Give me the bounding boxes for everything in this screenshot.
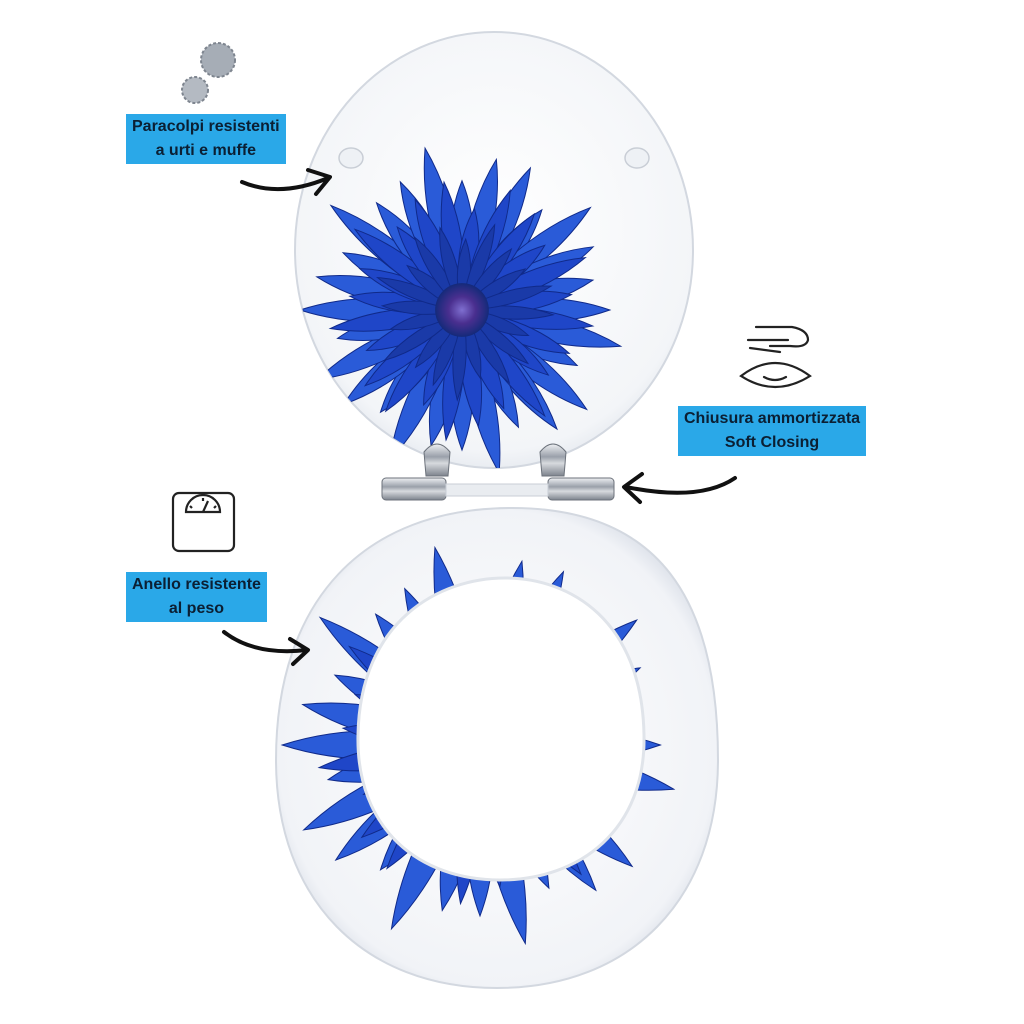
hinge-right [539,443,615,501]
lid-bumper-right [624,147,650,169]
arrow-to-bumpers [240,168,332,196]
callout-bumpers-line2: a urti e muffe [155,142,257,159]
callout-bumpers: Paracolpi resistenti a urti e muffe [126,114,286,164]
callout-soft-close-line1: Chiusura ammortizzata [684,410,861,427]
lid-bumper-left [338,147,364,169]
callout-soft-close-line2: Soft Closing [724,434,820,451]
bathroom-scale-icon [171,491,236,553]
callout-soft-close: Chiusura ammortizzata Soft Closing [678,406,867,456]
hinge-left [381,443,451,501]
callout-bumpers-line1: Paracolpi resistenti [132,118,280,135]
callout-ring-line2: al peso [168,600,225,617]
toilet-seat-ring [274,506,720,990]
hand-over-lid-icon [739,325,812,388]
hinge-bar [445,483,549,497]
cornflower-decor-lid [298,146,623,468]
callout-ring: Anello resistente al peso [126,572,267,622]
toilet-lid [294,31,694,469]
bubbles-icon [181,42,236,104]
arrow-to-hinge [622,472,737,504]
callout-ring-line1: Anello resistente [132,576,261,593]
arrow-to-ring [222,630,310,666]
